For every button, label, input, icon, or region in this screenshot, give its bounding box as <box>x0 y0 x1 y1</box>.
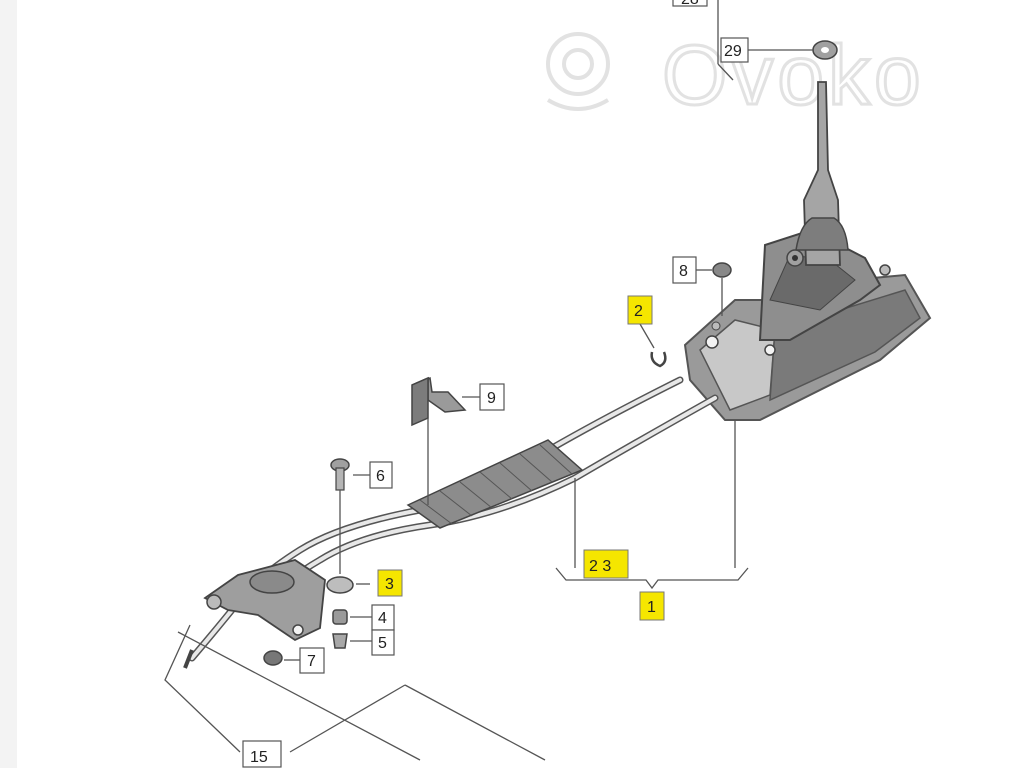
watermark: Ovoko <box>546 27 925 124</box>
callout-8: 8 <box>672 256 697 284</box>
bush-part-5 <box>332 633 348 649</box>
svg-text:2 3: 2 3 <box>589 558 611 575</box>
svg-text:1: 1 <box>647 599 656 616</box>
callout-labels: 28 29 8 2 9 6 <box>242 0 749 768</box>
leader-lines <box>164 0 813 761</box>
callout-5: 5 <box>371 629 395 656</box>
callout-28: 28 <box>672 0 708 8</box>
clip-part-2 <box>650 351 667 368</box>
diagram-sheet <box>17 0 1024 768</box>
nut-part-7 <box>263 650 283 666</box>
svg-text:9: 9 <box>487 390 496 407</box>
callout-15: 15 <box>242 740 282 768</box>
washer-part-3 <box>326 576 354 594</box>
callout-2: 2 <box>627 295 653 325</box>
watermark-logo-icon <box>546 32 610 111</box>
gear-selector-housing <box>683 230 932 421</box>
svg-text:15: 15 <box>250 749 268 766</box>
cable-sleeve <box>406 439 584 529</box>
svg-text:29: 29 <box>724 43 742 60</box>
svg-text:6: 6 <box>376 468 385 485</box>
nut-part-8 <box>712 262 732 278</box>
callout-3: 3 <box>377 569 403 597</box>
bolt-part-6 <box>330 458 350 491</box>
callout-1: 1 <box>639 591 665 621</box>
callout-7: 7 <box>299 647 325 674</box>
callout-29: 29 <box>720 37 749 63</box>
callout-6: 6 <box>369 461 393 489</box>
watermark-text: Ovoko <box>662 28 925 122</box>
bracket-part-9 <box>411 376 467 427</box>
svg-text:5: 5 <box>378 635 387 652</box>
small-parts <box>263 262 732 666</box>
gear-lever <box>786 81 849 267</box>
svg-text:7: 7 <box>307 653 316 670</box>
svg-text:28: 28 <box>681 0 699 8</box>
clip-part-29 <box>812 40 838 60</box>
svg-text:8: 8 <box>679 263 688 280</box>
front-bracket <box>183 559 326 669</box>
nut-part-4 <box>332 609 348 625</box>
callout-4: 4 <box>371 604 395 631</box>
svg-text:2: 2 <box>634 303 643 320</box>
callout-2-3: 2 3 <box>583 549 629 579</box>
svg-text:4: 4 <box>378 610 387 627</box>
callout-9: 9 <box>479 383 505 411</box>
svg-text:3: 3 <box>385 576 394 593</box>
